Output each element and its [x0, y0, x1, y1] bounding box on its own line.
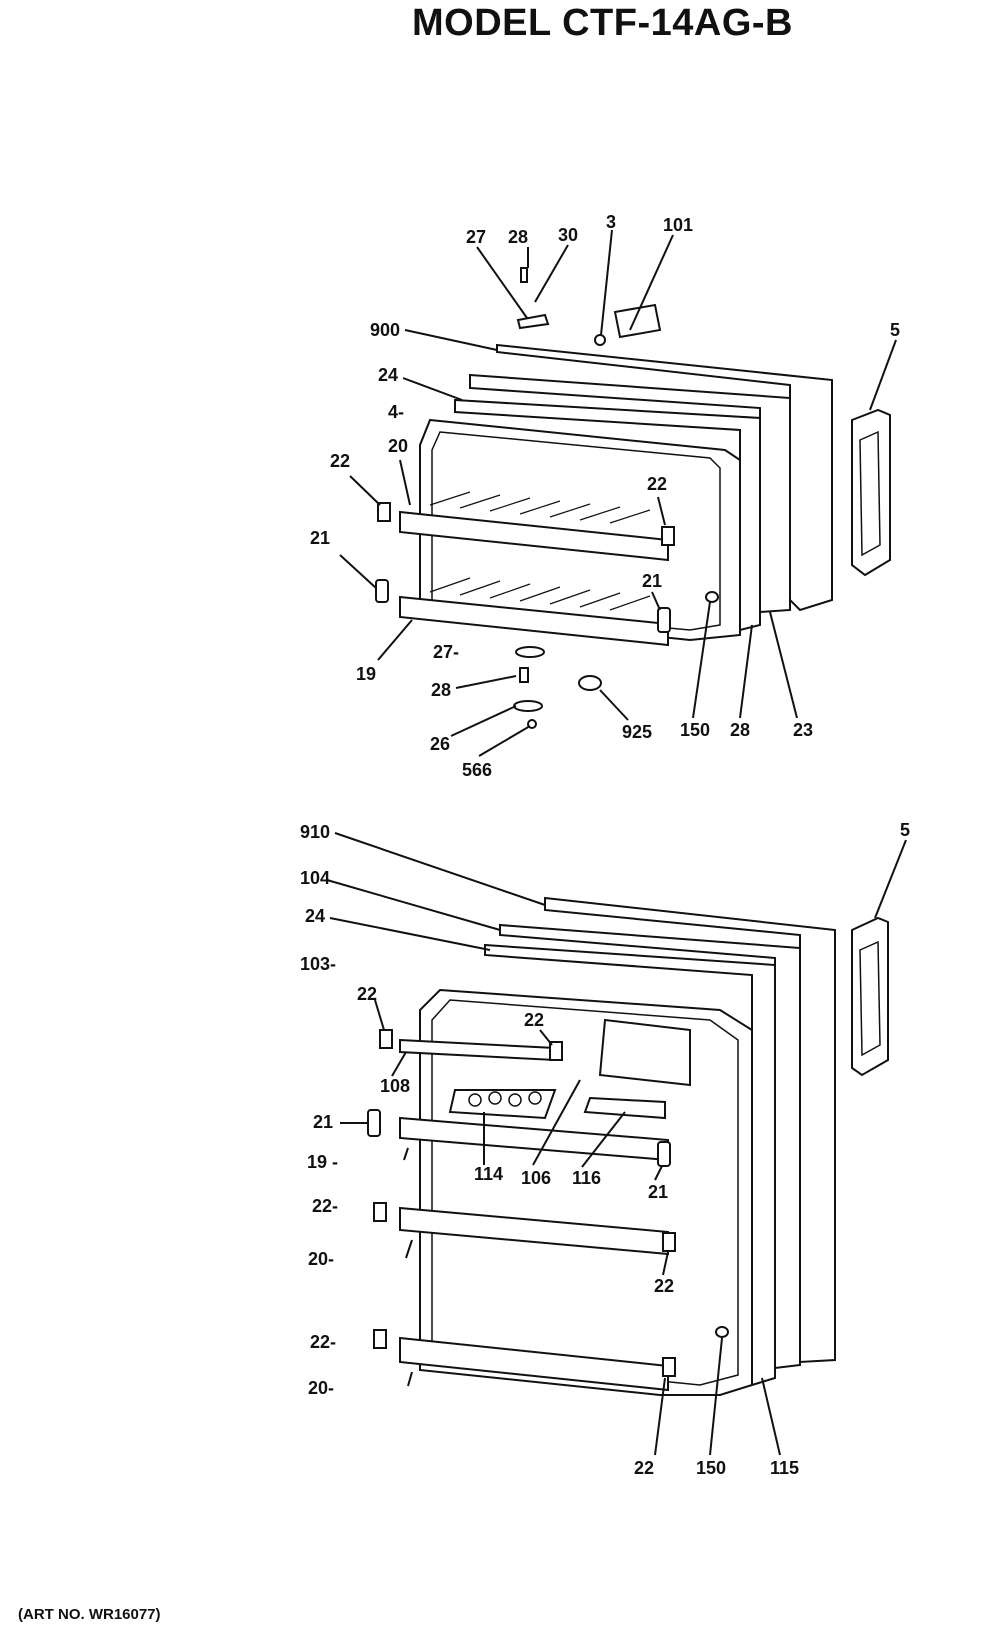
label-150-bottom: 150 — [696, 1458, 726, 1478]
label-114: 114 — [474, 1164, 503, 1184]
label-5-bottom: 5 — [900, 820, 910, 840]
label-900: 900 — [370, 320, 400, 340]
label-19: 19 — [356, 664, 376, 684]
label-103: 103- — [300, 954, 336, 974]
label-20-b: 20- — [308, 1378, 334, 1398]
label-27: 27 — [466, 227, 486, 247]
art-number: (ART NO. WR16077) — [18, 1606, 161, 1623]
support-22-b — [549, 1041, 563, 1061]
freezer-door-assembly: 27 28 30 3 101 900 5 24 4- 22 20 22 21 2… — [310, 212, 900, 780]
label-150: 150 — [680, 720, 710, 740]
label-23: 23 — [793, 720, 813, 740]
fresh-food-shelf-20-lower — [399, 1336, 669, 1392]
label-20-a: 20- — [308, 1249, 334, 1269]
label-115: 115 — [770, 1458, 799, 1478]
label-4: 4- — [388, 402, 404, 422]
dairy-compartment-door — [598, 1018, 691, 1087]
label-22-bot: 22 — [634, 1458, 654, 1478]
hinge-27-top — [516, 313, 550, 330]
bushing-28-mid — [519, 667, 529, 683]
label-27-mid: 27- — [433, 642, 459, 662]
label-22-e: 22- — [310, 1332, 336, 1352]
hinge-26 — [513, 700, 543, 712]
hinge-27-mid — [515, 646, 545, 658]
label-21-right: 21 — [642, 571, 662, 591]
bushing-28-top — [520, 267, 528, 283]
part-150-bottom — [715, 1326, 729, 1338]
part-150 — [705, 591, 719, 603]
butter-tray-116 — [583, 1096, 666, 1120]
label-116: 116 — [572, 1168, 601, 1188]
label-566: 566 — [462, 760, 492, 780]
cap-21-left — [367, 1109, 381, 1137]
part-101 — [613, 303, 662, 339]
freezer-cap-right-21 — [657, 607, 671, 633]
part-925 — [578, 675, 602, 691]
label-28-mid: 28 — [431, 680, 451, 700]
label-26: 26 — [430, 734, 450, 754]
label-21-left: 21 — [310, 528, 330, 548]
label-28: 28 — [508, 227, 528, 247]
label-22-right: 22 — [647, 474, 667, 494]
label-101: 101 — [663, 215, 693, 235]
label-21-right-bottom: 21 — [648, 1182, 668, 1202]
support-22-a — [379, 1029, 393, 1049]
freezer-outer-door — [496, 343, 833, 612]
support-22-c — [373, 1202, 387, 1222]
support-22-e — [373, 1329, 387, 1349]
model-title: MODEL CTF-14AG-B — [412, 2, 793, 44]
freezer-shelf-support-right-22 — [661, 526, 675, 546]
label-30: 30 — [558, 225, 578, 245]
label-925: 925 — [622, 722, 652, 742]
label-22-c: 22- — [312, 1196, 338, 1216]
freezer-shelf-lower — [399, 595, 669, 647]
label-3: 3 — [606, 212, 616, 232]
label-21-left-bottom: 21 — [313, 1112, 333, 1132]
freezer-shelf-support-left-22 — [377, 502, 391, 522]
label-19-bottom: 19 - — [307, 1152, 338, 1172]
label-24-bottom: 24 — [305, 906, 325, 926]
label-28-bot: 28 — [730, 720, 750, 740]
freezer-cap-left-21 — [375, 579, 389, 603]
label-22-a: 22 — [357, 984, 377, 1004]
label-22-b: 22 — [524, 1010, 544, 1030]
label-108: 108 — [380, 1076, 410, 1096]
cap-21-right — [657, 1141, 671, 1167]
label-22-d: 22 — [654, 1276, 674, 1296]
fresh-food-handle — [851, 916, 889, 1077]
part-3 — [594, 334, 606, 346]
fresh-food-door-assembly: 910 5 104 24 103- 22 22 108 21 19 - 114 … — [300, 820, 910, 1478]
label-20: 20 — [388, 436, 408, 456]
label-104: 104 — [300, 868, 330, 888]
support-22-bot — [662, 1357, 676, 1377]
label-5: 5 — [890, 320, 900, 340]
label-106: 106 — [521, 1168, 551, 1188]
freezer-shelf-upper — [399, 510, 669, 562]
label-24: 24 — [378, 365, 398, 385]
support-22-d — [662, 1232, 676, 1252]
label-910: 910 — [300, 822, 330, 842]
label-22-left: 22 — [330, 451, 350, 471]
